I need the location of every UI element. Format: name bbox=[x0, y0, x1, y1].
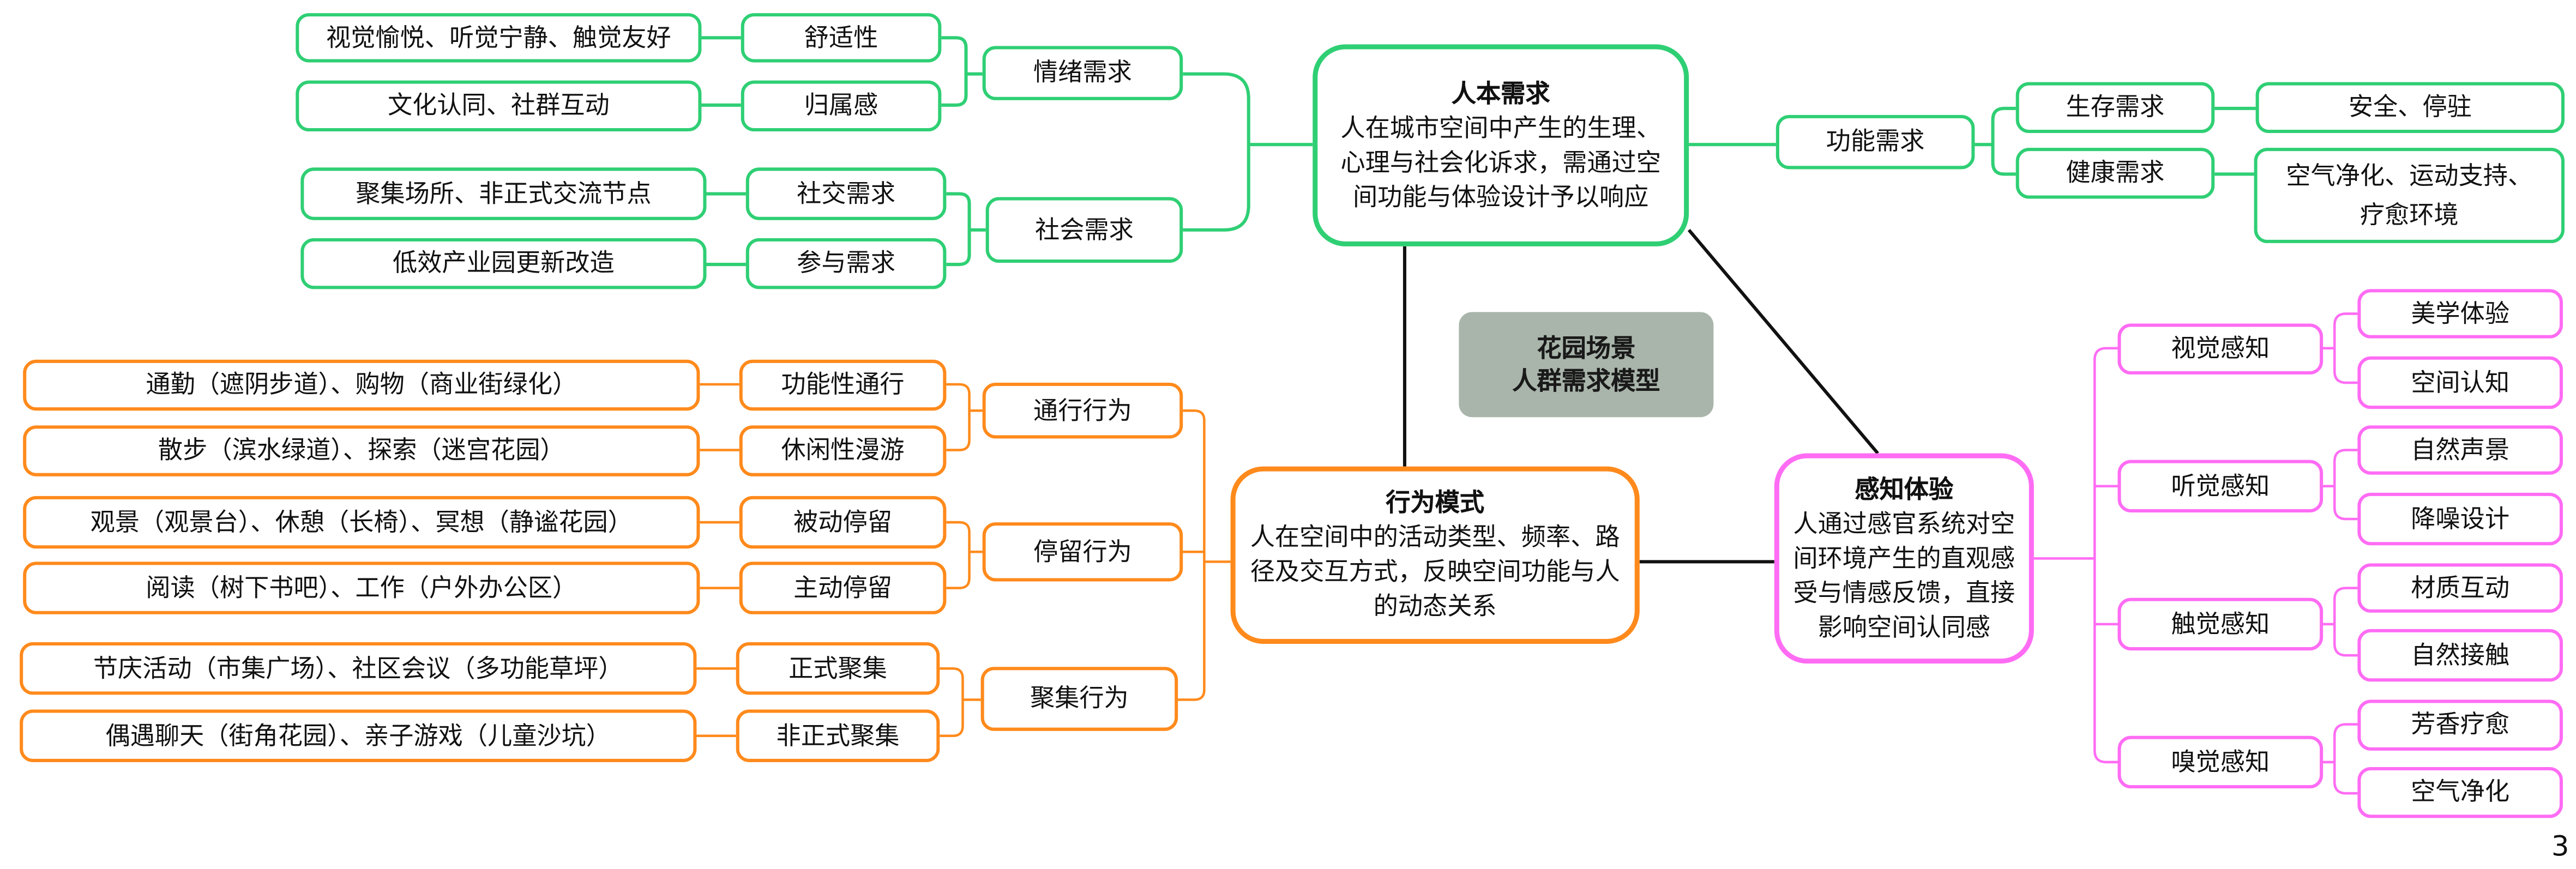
passive-stay-detail[interactable]: 观景（观景台）、休憩（长椅）、冥想（静谧花园） bbox=[23, 496, 700, 549]
formal-gathering-detail[interactable]: 节庆活动（市集广场）、社区会议（多功能草坪） bbox=[20, 642, 697, 695]
aromatherapy-node[interactable]: 芳香疗愈 bbox=[2357, 699, 2563, 751]
aesthetic-experience-node[interactable]: 美学体验 bbox=[2357, 289, 2563, 339]
survival-detail[interactable]: 安全、停驻 bbox=[2255, 82, 2565, 134]
human-needs-desc: 人在城市空间中产生的生理、心理与社会化诉求，需通过空间功能与体验设计予以响应 bbox=[1340, 112, 1661, 212]
magenta-connectors bbox=[2033, 312, 2358, 795]
social-needs-node[interactable]: 社会需求 bbox=[985, 197, 1183, 263]
human-needs-title: 人本需求 bbox=[1451, 78, 1550, 108]
functional-needs-node[interactable]: 功能需求 bbox=[1775, 114, 1975, 170]
active-stay-detail[interactable]: 阅读（树下书吧）、工作（户外办公区） bbox=[23, 562, 700, 614]
informal-gathering-node[interactable]: 非正式聚集 bbox=[736, 709, 940, 762]
air-purification-node[interactable]: 空气净化 bbox=[2357, 767, 2563, 818]
gathering-behavior-node[interactable]: 聚集行为 bbox=[980, 667, 1178, 731]
material-interaction-node[interactable]: 材质互动 bbox=[2357, 563, 2563, 613]
functional-passing-node[interactable]: 功能性通行 bbox=[739, 359, 947, 411]
perception-node[interactable]: 感知体验 人通过感官系统对空间环境产生的直观感受与情感反馈，直接影响空间认同感 bbox=[1774, 453, 2034, 664]
orange-connectors bbox=[696, 383, 1231, 737]
diagram-title: 花园场景 人群需求模型 bbox=[1459, 312, 1714, 418]
behavior-node[interactable]: 行为模式 人在空间中的活动类型、频率、路径及交互方式，反映空间功能与人的动态关系 bbox=[1230, 466, 1640, 644]
formal-gathering-node[interactable]: 正式聚集 bbox=[736, 642, 940, 695]
title-line-1: 花园场景 bbox=[1537, 333, 1636, 363]
socializing-detail[interactable]: 聚集场所、非正式交流节点 bbox=[300, 167, 707, 220]
informal-gathering-detail[interactable]: 偶遇聊天（街角花园）、亲子游戏（儿童沙坑） bbox=[20, 709, 697, 762]
tactile-perception-node[interactable]: 触觉感知 bbox=[2117, 598, 2324, 651]
active-stay-node[interactable]: 主动停留 bbox=[739, 562, 947, 614]
functional-passing-detail[interactable]: 通勤（遮阴步道）、购物（商业街绿化） bbox=[23, 359, 700, 411]
title-line-2: 人群需求模型 bbox=[1512, 366, 1660, 396]
socializing-node[interactable]: 社交需求 bbox=[745, 167, 947, 220]
staying-behavior-node[interactable]: 停留行为 bbox=[982, 522, 1183, 582]
leisure-roaming-detail[interactable]: 散步（滨水绿道）、探索（迷宫花园） bbox=[23, 425, 700, 476]
belonging-detail[interactable]: 文化认同、社群互动 bbox=[296, 80, 702, 132]
noise-reduction-node[interactable]: 降噪设计 bbox=[2357, 492, 2563, 546]
survival-needs-node[interactable]: 生存需求 bbox=[2015, 82, 2215, 134]
participation-node[interactable]: 参与需求 bbox=[745, 238, 947, 289]
perception-desc: 人通过感官系统对空间环境产生的直观感受与情感反馈，直接影响空间认同感 bbox=[1793, 508, 2015, 642]
visual-perception-node[interactable]: 视觉感知 bbox=[2117, 323, 2324, 375]
health-needs-node[interactable]: 健康需求 bbox=[2015, 148, 2215, 199]
emotional-needs-node[interactable]: 情绪需求 bbox=[982, 46, 1183, 100]
health-detail[interactable]: 空气净化、运动支持、疗愈环境 bbox=[2254, 148, 2565, 243]
comfort-node[interactable]: 舒适性 bbox=[741, 13, 942, 63]
behavior-desc: 人在空间中的活动类型、频率、路径及交互方式，反映空间功能与人的动态关系 bbox=[1250, 522, 1620, 621]
nature-contact-node[interactable]: 自然接触 bbox=[2357, 629, 2563, 682]
green-connectors bbox=[701, 36, 2256, 267]
connector-needs-perception bbox=[1687, 228, 1879, 455]
passing-behavior-node[interactable]: 通行行为 bbox=[982, 382, 1183, 439]
passive-stay-node[interactable]: 被动停留 bbox=[739, 496, 947, 549]
perception-title: 感知体验 bbox=[1855, 474, 1954, 504]
leisure-roaming-node[interactable]: 休闲性漫游 bbox=[739, 425, 947, 476]
behavior-title: 行为模式 bbox=[1386, 487, 1485, 518]
olfactory-perception-node[interactable]: 嗅觉感知 bbox=[2117, 735, 2324, 789]
belonging-node[interactable]: 归属感 bbox=[741, 80, 942, 132]
human-needs-node[interactable]: 人本需求 人在城市空间中产生的生理、心理与社会化诉求，需通过空间功能与体验设计予… bbox=[1313, 44, 1689, 246]
comfort-detail[interactable]: 视觉愉悦、听觉宁静、触觉友好 bbox=[296, 13, 702, 63]
natural-soundscape-node[interactable]: 自然声景 bbox=[2357, 425, 2563, 475]
auditory-perception-node[interactable]: 听觉感知 bbox=[2117, 460, 2324, 512]
spatial-cognition-node[interactable]: 空间认知 bbox=[2357, 356, 2563, 409]
page-number: 3 bbox=[2551, 831, 2569, 864]
participation-detail[interactable]: 低效产业园更新改造 bbox=[300, 238, 707, 289]
